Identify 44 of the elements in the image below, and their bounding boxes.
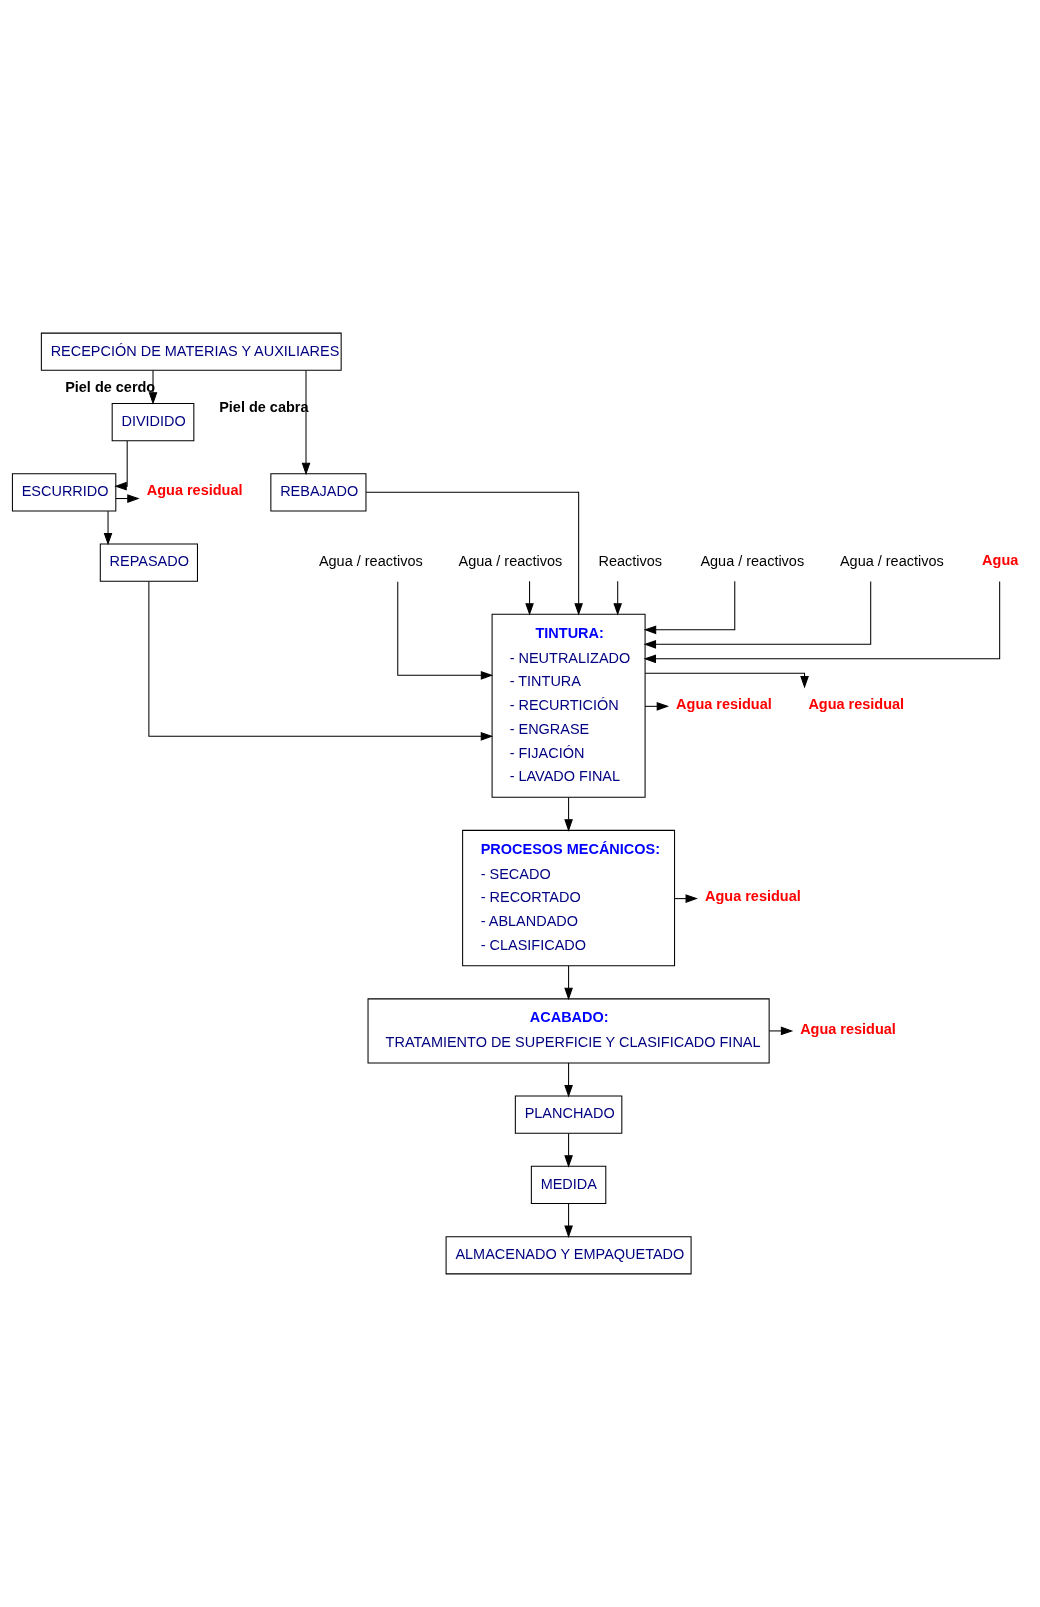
node-text: Agua residual bbox=[705, 887, 801, 904]
arrow bbox=[148, 581, 494, 741]
node-box: TINTURA: - NEUTRALIZADO - TINTURA - RECURTICIÓN - ENGRASE - FIJACIÓN - LAVADO FINAL bbox=[491, 613, 646, 798]
node-box: PLANCHADO bbox=[514, 1095, 623, 1134]
arrow bbox=[644, 702, 670, 711]
node-text: Agua / reactivos bbox=[318, 553, 423, 570]
arrow bbox=[365, 491, 583, 616]
node-text: Reactivos bbox=[598, 553, 663, 570]
arrow bbox=[564, 1133, 573, 1168]
node-text: Agua residual bbox=[808, 695, 905, 712]
node-text: Agua residual bbox=[676, 695, 772, 712]
arrow bbox=[564, 965, 573, 1001]
edge-label: Piel de cerdo bbox=[65, 379, 156, 396]
arrow bbox=[643, 581, 1001, 664]
arrow bbox=[115, 494, 140, 503]
node-text: Agua / reactivos bbox=[839, 553, 944, 570]
arrow bbox=[564, 1203, 573, 1238]
node-box: ALMACENADO Y EMPAQUETADO bbox=[445, 1236, 692, 1275]
node-box: REBAJADO bbox=[270, 473, 367, 512]
node-box: MEDIDA bbox=[530, 1165, 607, 1205]
arrow bbox=[103, 510, 113, 546]
node-box: PROCESOS MECÁNICOS: - SECADO - RECORTADO - ABLANDADO - CLASIFICADO bbox=[462, 829, 676, 967]
node-text: Agua / reactivos bbox=[700, 553, 805, 570]
node-box: REPASADO bbox=[99, 543, 198, 582]
node-text: Agua / reactivos bbox=[458, 553, 563, 570]
node-box: ESCURRIDO bbox=[11, 473, 117, 512]
node-text: Agua residual bbox=[146, 482, 243, 499]
arrow bbox=[643, 581, 872, 649]
arrow bbox=[564, 796, 573, 832]
arrow bbox=[397, 581, 494, 680]
arrow bbox=[613, 580, 623, 616]
node-box: ACABADO: TRATAMIENTO DE SUPERFICIE Y CLASIFICADO FINAL bbox=[367, 998, 770, 1064]
node-box: DIVIDIDO bbox=[111, 402, 195, 442]
node-box: RECEPCIÓN DE MATERIAS Y AUXILIARES bbox=[40, 332, 342, 371]
node-text: Agua bbox=[982, 552, 1019, 569]
arrow bbox=[114, 440, 128, 491]
arrow bbox=[644, 672, 809, 689]
arrow bbox=[525, 580, 534, 616]
arrow bbox=[643, 580, 736, 635]
arrow bbox=[564, 1062, 573, 1098]
edge-label: Piel de cabra bbox=[219, 398, 309, 415]
arrow bbox=[301, 369, 311, 476]
arrow bbox=[768, 1026, 794, 1036]
node-text: Agua residual bbox=[800, 1020, 896, 1037]
